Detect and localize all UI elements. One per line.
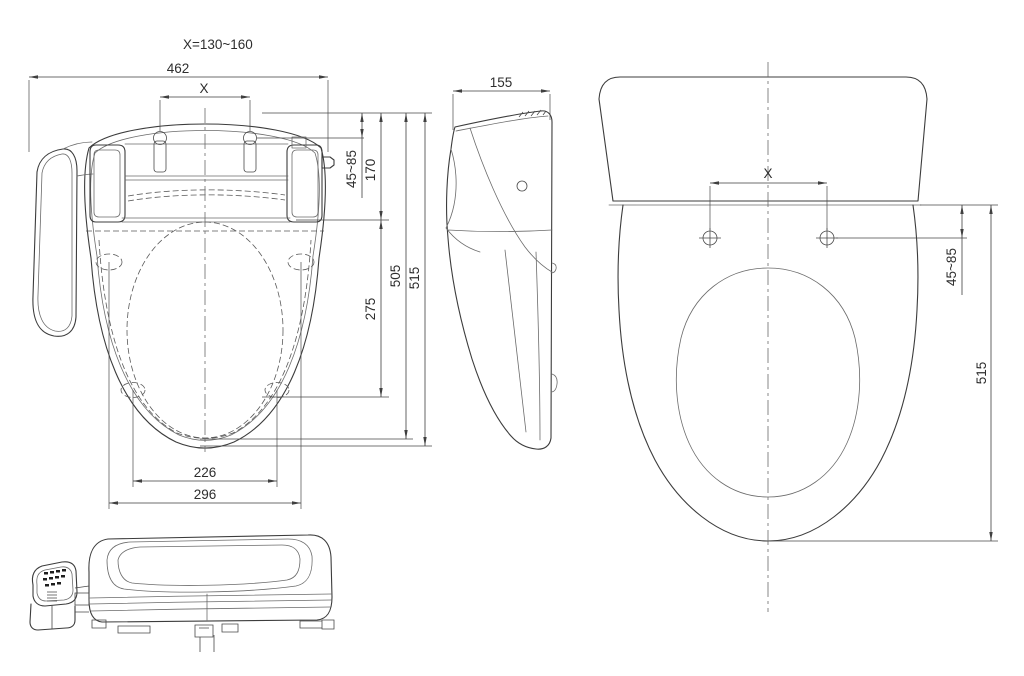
dim-label-overall-depth: 515 — [407, 267, 422, 290]
control-buttons — [43, 569, 66, 587]
bumper-front-left — [120, 382, 146, 398]
plan-view — [598, 62, 928, 612]
dim-label-overall-width: 462 — [167, 61, 190, 76]
plan-hole-crosshairs — [699, 228, 838, 248]
control-panel-arm — [51, 585, 90, 629]
dim-label-bumper-outer: 296 — [194, 487, 217, 502]
dim-label-bumper-inner: 226 — [194, 465, 217, 480]
dim-label-hole-spacing: X — [199, 81, 208, 96]
hinge-covers — [89, 144, 323, 223]
arrowheads-top-view — [29, 75, 427, 505]
control-panel-base — [29, 603, 76, 631]
control-panel-top — [31, 561, 78, 607]
mounting-hole-right — [243, 131, 257, 145]
dimensions-top-view: X=130~160 462 X 45~85 170 275 505 515 22… — [28, 37, 432, 509]
lid-outer-outline — [84, 123, 326, 449]
bumpers — [95, 253, 315, 398]
dim-label-side-width: 155 — [490, 75, 513, 90]
front-body-outline — [88, 534, 333, 623]
dimension-lines-plan-view — [710, 182, 992, 541]
dim-label-plan-hole-offset: 45~85 — [944, 248, 959, 286]
dim-label-unit-depth: 170 — [363, 159, 378, 182]
bumper-rear-right — [287, 253, 315, 271]
water-inlet — [321, 156, 335, 169]
dim-label-plan-overall-depth: 515 — [974, 362, 989, 385]
dim-label-hole-offset: 45~85 — [344, 150, 359, 188]
mounting-plate — [121, 143, 291, 223]
front-lid-face — [106, 538, 313, 593]
side-bumpers — [550, 262, 558, 393]
seat-opening-hidden — [126, 221, 284, 439]
bumper-front-right — [264, 382, 290, 398]
side-view — [445, 109, 558, 450]
mounting-slot-left — [153, 140, 167, 173]
side-control-arm — [32, 148, 78, 337]
vent-slits — [518, 109, 547, 118]
control-panel-face — [36, 566, 74, 602]
side-control-arm-inner — [37, 141, 94, 332]
mounting-slot-right — [243, 140, 257, 173]
dimensions-side-view: 155 — [452, 75, 551, 130]
arrowheads-plan-view — [710, 181, 993, 542]
note-hole-spacing: X=130~160 — [183, 37, 253, 52]
lid-inner-outline — [90, 130, 320, 441]
top-view — [32, 108, 335, 452]
dimension-lines-top-view — [29, 76, 426, 504]
side-fixing-hole — [516, 180, 528, 192]
front-seam-lines — [89, 593, 332, 621]
extension-lines-top-view — [28, 80, 432, 509]
hinge-covers-inner — [93, 136, 319, 218]
mounting-hole-left — [153, 131, 167, 145]
bumper-rear-left — [95, 253, 123, 271]
dim-label-opening-depth: 275 — [363, 298, 378, 321]
side-profile-outline — [446, 110, 553, 450]
side-inner-lines — [445, 115, 553, 441]
front-bottom-fittings — [91, 619, 335, 652]
extension-lines-plan-view — [709, 186, 998, 542]
dimensions-plan-view: X 45~85 515 — [709, 166, 998, 542]
front-view — [29, 534, 335, 652]
dim-label-seat-depth: 505 — [388, 265, 403, 288]
control-panel-coil — [47, 591, 57, 602]
extension-lines-side-view — [452, 94, 551, 130]
mounting-holes — [153, 131, 257, 173]
plan-mounting-holes — [699, 228, 838, 248]
control-panel — [29, 561, 90, 631]
dim-label-plan-hole-spacing: X — [763, 166, 772, 181]
tank-outline — [598, 76, 928, 202]
